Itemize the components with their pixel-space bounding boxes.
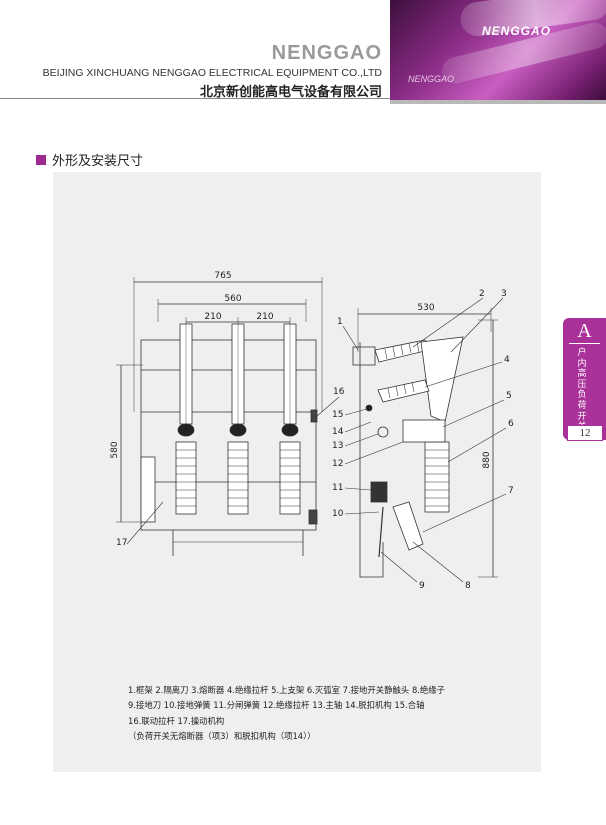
callout-4: 4 <box>504 355 510 365</box>
pole-right <box>279 323 301 515</box>
middle-insulator <box>377 379 430 403</box>
dim-label-880: 880 <box>482 451 492 468</box>
parts-legend: 1.框架 2.隔离刀 3.熔断器 4.绝缘拉杆 5.上支架 6.灭弧室 7.接地… <box>128 683 528 744</box>
technical-drawing: 765 560 210 210 580 <box>110 271 514 591</box>
front-view: 765 560 210 210 580 <box>110 271 345 556</box>
pole-middle <box>227 323 249 515</box>
callout-10: 10 <box>332 509 344 519</box>
leader-line <box>412 541 464 583</box>
drawing-panel: 765 560 210 210 580 <box>53 172 541 772</box>
callout-1: 1 <box>337 317 343 327</box>
grounding-spring-end <box>308 509 318 525</box>
legend-note: （负荷开关无熔断器（项3）和脱扣机构（项14）） <box>128 730 316 741</box>
linkage-rod-end <box>310 409 318 423</box>
callout-5: 5 <box>506 391 512 401</box>
square-bullet-icon <box>36 154 46 165</box>
section-heading: 外形及安装尺寸 <box>36 150 143 169</box>
callout-17: 17 <box>116 538 127 548</box>
company-name-chinese: 北京新创能高电气设备有限公司 <box>199 85 382 100</box>
leader-line <box>342 325 359 351</box>
dim-label-765: 765 <box>214 271 231 281</box>
banner-watermark-text: NENGGAO <box>408 74 455 84</box>
page-header: NENGGAO BEIJING XINCHUANG NENGGAO ELECTR… <box>0 0 606 104</box>
header-banner-image: NENGGAO NENGGAO <box>390 0 606 100</box>
leader-line <box>315 396 340 418</box>
callout-2: 2 <box>479 289 485 299</box>
callout-7: 7 <box>508 486 514 496</box>
callout-16: 16 <box>333 387 345 397</box>
dim-label-210-right: 210 <box>256 312 273 322</box>
callout-12: 12 <box>332 459 343 469</box>
callout-6: 6 <box>508 419 514 429</box>
chapter-side-tab: A 户内高压负荷开关 <box>563 318 606 440</box>
dim-label-210-left: 210 <box>204 312 221 322</box>
leader-line <box>442 399 505 428</box>
callout-13: 13 <box>332 441 343 451</box>
callout-11: 11 <box>332 483 343 493</box>
trip-mechanism <box>370 481 388 503</box>
legend-line: 9.接地刀 10.接地弹簧 11.分闸弹簧 12.绝缘拉杆 13.主轴 14.脱… <box>128 700 425 711</box>
operating-mechanism-box <box>140 456 156 523</box>
leader-line <box>344 408 368 416</box>
leader-line <box>422 493 507 533</box>
callout-14: 14 <box>332 427 344 437</box>
frame-outline <box>140 339 317 531</box>
side-view: 530 880 <box>332 289 514 591</box>
callout-9: 9 <box>419 581 425 591</box>
closing-shaft <box>365 404 373 412</box>
leader-line <box>412 297 484 348</box>
dim-label-560: 560 <box>224 294 241 304</box>
chapter-letter: A <box>577 320 592 342</box>
leader-line <box>447 427 507 463</box>
header-divider <box>0 98 390 99</box>
dim-label-530: 530 <box>417 303 434 313</box>
tab-divider <box>569 343 600 344</box>
leader-line <box>380 551 418 583</box>
banner-brand-text: NENGGAO <box>482 24 552 38</box>
company-name-english: BEIJING XINCHUANG NENGGAO ELECTRICAL EQU… <box>42 67 382 79</box>
leader-line <box>424 361 503 388</box>
leader-line <box>344 441 404 465</box>
leader-line <box>344 511 380 515</box>
leader-line <box>344 433 379 447</box>
leader-line <box>450 297 504 353</box>
leader-line <box>344 487 372 491</box>
legend-line: 1.框架 2.隔离刀 3.熔断器 4.绝缘拉杆 5.上支架 6.灭弧室 7.接地… <box>128 685 446 695</box>
frame-bracket <box>352 346 376 366</box>
callout-3: 3 <box>501 289 507 299</box>
dim-label-580: 580 <box>110 441 120 458</box>
side-frame <box>359 342 384 578</box>
leader-line <box>126 501 164 545</box>
grounding-blade <box>378 506 384 558</box>
legend-line: 16.联动拉杆 17.操动机构 <box>128 715 225 726</box>
chapter-title-vertical: 户内高压负荷开关 <box>577 348 587 432</box>
upper-support <box>402 419 446 443</box>
page-number: 12 <box>567 425 603 441</box>
fuse-body <box>420 336 464 423</box>
arc-chamber-column <box>424 441 450 513</box>
brand-logo-text: NENGGAO <box>271 42 382 64</box>
leader-line <box>344 421 372 433</box>
lower-insulator <box>392 501 424 551</box>
section-title-text: 外形及安装尺寸 <box>52 154 144 169</box>
callout-15: 15 <box>332 410 343 420</box>
main-shaft <box>377 426 389 438</box>
callout-8: 8 <box>465 581 471 591</box>
pole-left <box>175 323 197 515</box>
banner-bottom-strip <box>390 100 606 104</box>
